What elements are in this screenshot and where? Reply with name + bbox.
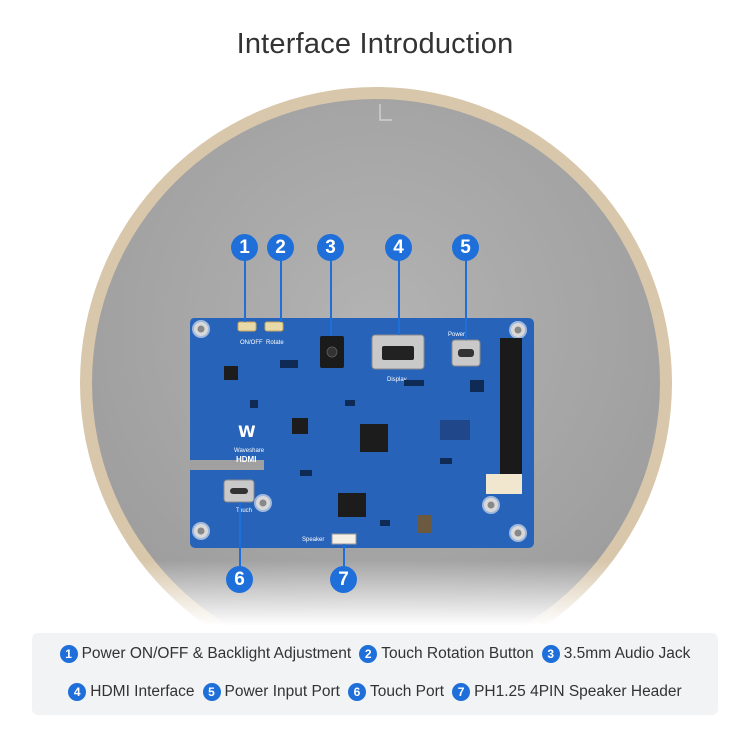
callout-line-4	[398, 258, 400, 335]
legend-badge: 2	[359, 645, 378, 663]
driver-board: ON/OFF Rotate Display Power W Waveshare …	[190, 318, 534, 548]
callout-6: 6	[226, 566, 253, 593]
callout-5: 5	[452, 234, 479, 261]
legend-item-audio-jack: 3 3.5mm Audio Jack	[541, 645, 691, 663]
legend-badge: 1	[59, 645, 78, 663]
legend-badge: 3	[541, 645, 560, 663]
legend-row-2: 4 HDMI Interface 5 Power Input Port 6 To…	[32, 683, 718, 701]
legend-badge: 6	[347, 683, 366, 701]
legend-panel: 1 Power ON/OFF & Backlight Adjustment 2 …	[32, 633, 718, 715]
callout-line-2	[280, 258, 282, 322]
callout-3: 3	[317, 234, 344, 261]
main-chip	[360, 424, 388, 452]
board-photo: ON/OFF Rotate Display Power W Waveshare …	[0, 87, 750, 625]
callout-2: 2	[267, 234, 294, 261]
legend-label: Power Input Port	[224, 683, 340, 700]
silk-brand: Waveshare	[234, 448, 265, 454]
silk-touch: Touch	[236, 508, 252, 514]
callout-4: 4	[385, 234, 412, 261]
legend-item-power-onoff: 1 Power ON/OFF & Backlight Adjustment	[59, 645, 352, 663]
callout-line-5	[465, 258, 467, 340]
legend-label: Power ON/OFF & Backlight Adjustment	[81, 645, 352, 662]
silk-display: Display	[387, 377, 407, 383]
legend-label: PH1.25 4PIN Speaker Header	[474, 683, 682, 700]
callout-line-1	[244, 258, 246, 322]
legend-label: 3.5mm Audio Jack	[563, 645, 691, 662]
legend-item-speaker-header: 7 PH1.25 4PIN Speaker Header	[452, 683, 682, 701]
legend-item-touch-port: 6 Touch Port	[347, 683, 445, 701]
silk-onoff: ON/OFF	[240, 340, 263, 346]
callout-1: 1	[231, 234, 258, 261]
legend-item-power-input: 5 Power Input Port	[202, 683, 340, 701]
page-title: Interface Introduction	[236, 28, 514, 60]
legend-badge: 7	[452, 683, 471, 701]
silk-speaker: Speaker	[302, 537, 324, 543]
callout-line-3	[330, 258, 332, 336]
svg-text:W: W	[238, 422, 256, 441]
callout-7: 7	[330, 566, 357, 593]
legend-label: Touch Port	[369, 683, 445, 700]
silk-hdmi: HDMI	[236, 455, 256, 464]
legend-badge: 5	[202, 683, 221, 701]
speaker-header	[331, 533, 357, 545]
legend-item-touch-rotation: 2 Touch Rotation Button	[359, 645, 534, 663]
callout-line-7	[343, 544, 345, 567]
legend-item-hdmi: 4 HDMI Interface	[68, 683, 195, 701]
silk-rotate: Rotate	[266, 340, 284, 346]
legend-label: Touch Rotation Button	[381, 645, 534, 662]
legend-label: HDMI Interface	[90, 683, 195, 700]
fpc-connector	[500, 338, 522, 476]
legend-row-1: 1 Power ON/OFF & Backlight Adjustment 2 …	[32, 645, 718, 663]
silk-power: Power	[448, 332, 465, 338]
callout-line-6	[239, 502, 241, 567]
legend-badge: 4	[68, 683, 87, 701]
